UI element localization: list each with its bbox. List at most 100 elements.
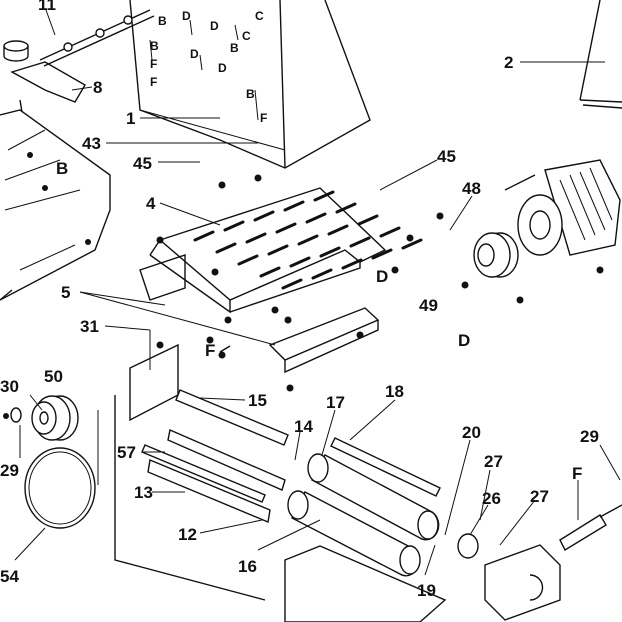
- callout-13: 13: [134, 483, 153, 502]
- motor-pulley-part-49: [473, 232, 519, 278]
- housing-mark: F: [150, 75, 157, 89]
- housing-mark: B: [150, 39, 159, 53]
- plate-slot: [357, 214, 379, 226]
- plate-slot: [313, 190, 335, 202]
- callout-29-left: 29: [0, 461, 19, 480]
- tray-part-5: [139, 254, 380, 374]
- housing-mark: B: [246, 87, 255, 101]
- leader-lines: [14, 9, 621, 576]
- screw: [156, 236, 164, 244]
- screw: [271, 306, 279, 314]
- callout-1: 1: [126, 109, 135, 128]
- callout-D-bot: D: [458, 331, 470, 350]
- callout-D-mid: D: [376, 267, 388, 286]
- screw: [596, 266, 604, 274]
- callout-12: 12: [178, 525, 197, 544]
- callout-19: 19: [417, 581, 436, 600]
- plate-slots: [193, 190, 423, 290]
- callout-20: 20: [462, 423, 481, 442]
- housing-mark: F: [260, 111, 267, 125]
- rod-part-57: [141, 444, 266, 503]
- callout-8: 8: [93, 78, 102, 97]
- roller-part-16: [287, 490, 421, 577]
- plate-slot: [275, 222, 297, 234]
- callout-48: 48: [462, 179, 481, 198]
- plate-slot: [305, 212, 327, 224]
- housing-mark: C: [242, 29, 251, 43]
- housing-mark: B: [158, 14, 167, 28]
- plate-slot: [311, 268, 333, 280]
- screw: [406, 234, 414, 242]
- screw: [224, 316, 232, 324]
- housing-mark: B: [230, 41, 239, 55]
- callout-54: 54: [0, 567, 19, 586]
- cup-part: [3, 40, 29, 62]
- callout-2: 2: [504, 53, 513, 72]
- screw: [286, 384, 294, 392]
- callout-15: 15: [248, 391, 267, 410]
- callout-27b: 27: [530, 487, 549, 506]
- screw: [356, 331, 364, 339]
- motor-assembly: [504, 159, 621, 256]
- callout-43: 43: [82, 134, 101, 153]
- callout-50: 50: [44, 367, 63, 386]
- plate-slot: [215, 242, 237, 254]
- plate-slot: [259, 266, 281, 278]
- side-sheet-part-2: [579, 0, 622, 109]
- belt-part-54: [24, 410, 99, 529]
- callout-F-31: F: [205, 341, 215, 360]
- housing-body: [129, 0, 371, 169]
- callout-49: 49: [419, 296, 438, 315]
- bottom-tray: [284, 545, 447, 622]
- plate-slot: [349, 236, 371, 248]
- screw: [218, 351, 226, 359]
- plate-slot: [267, 244, 289, 256]
- screw: [284, 316, 292, 324]
- plate-slot: [319, 246, 341, 258]
- callout-18: 18: [385, 382, 404, 401]
- plate-slot: [223, 220, 245, 232]
- callout-27a: 27: [484, 452, 503, 471]
- housing-mark: D: [210, 19, 219, 33]
- left-side-panel: [0, 109, 111, 301]
- screw: [516, 296, 524, 304]
- side-frame-part-31: [114, 343, 266, 601]
- callout-4: 4: [146, 194, 156, 213]
- plate-slot: [289, 256, 311, 268]
- callout-14: 14: [294, 417, 313, 436]
- callout-B-left: B: [56, 159, 68, 178]
- cable-part-29: [559, 504, 622, 551]
- housing-mark: C: [255, 9, 264, 23]
- shaft-part-11: [39, 9, 155, 67]
- callout-11: 11: [38, 0, 56, 14]
- callout-29-right: 29: [580, 427, 599, 446]
- callout-5: 5: [61, 283, 70, 302]
- screws: [156, 174, 604, 392]
- callout-30: 30: [0, 377, 19, 396]
- shaft-part-18: [330, 437, 441, 497]
- callout-45b: 45: [437, 147, 456, 166]
- callout-31: 31: [80, 317, 99, 336]
- gearbox-block: [484, 544, 561, 621]
- bar-part-13: [147, 459, 271, 523]
- screw: [254, 174, 262, 182]
- plate-slot: [379, 226, 401, 238]
- housing-mark: D: [182, 9, 191, 23]
- plate-slot: [253, 210, 275, 222]
- pulley-part-50: [31, 395, 79, 441]
- rod-part-15: [175, 389, 289, 446]
- plate-slot: [401, 238, 423, 250]
- callout-16: 16: [238, 557, 257, 576]
- plate-slot: [297, 234, 319, 246]
- callout-57: 57: [117, 443, 136, 462]
- housing-marks: B D D C B F D B F D C B F: [150, 9, 267, 125]
- plate-slot: [341, 258, 363, 270]
- callout-17: 17: [326, 393, 345, 412]
- plate-slot: [283, 200, 305, 212]
- plate-slot: [327, 224, 349, 236]
- callout-F-right: F: [572, 464, 582, 483]
- screw: [218, 181, 226, 189]
- callout-26: 26: [482, 489, 501, 508]
- callout-45a: 45: [133, 154, 152, 173]
